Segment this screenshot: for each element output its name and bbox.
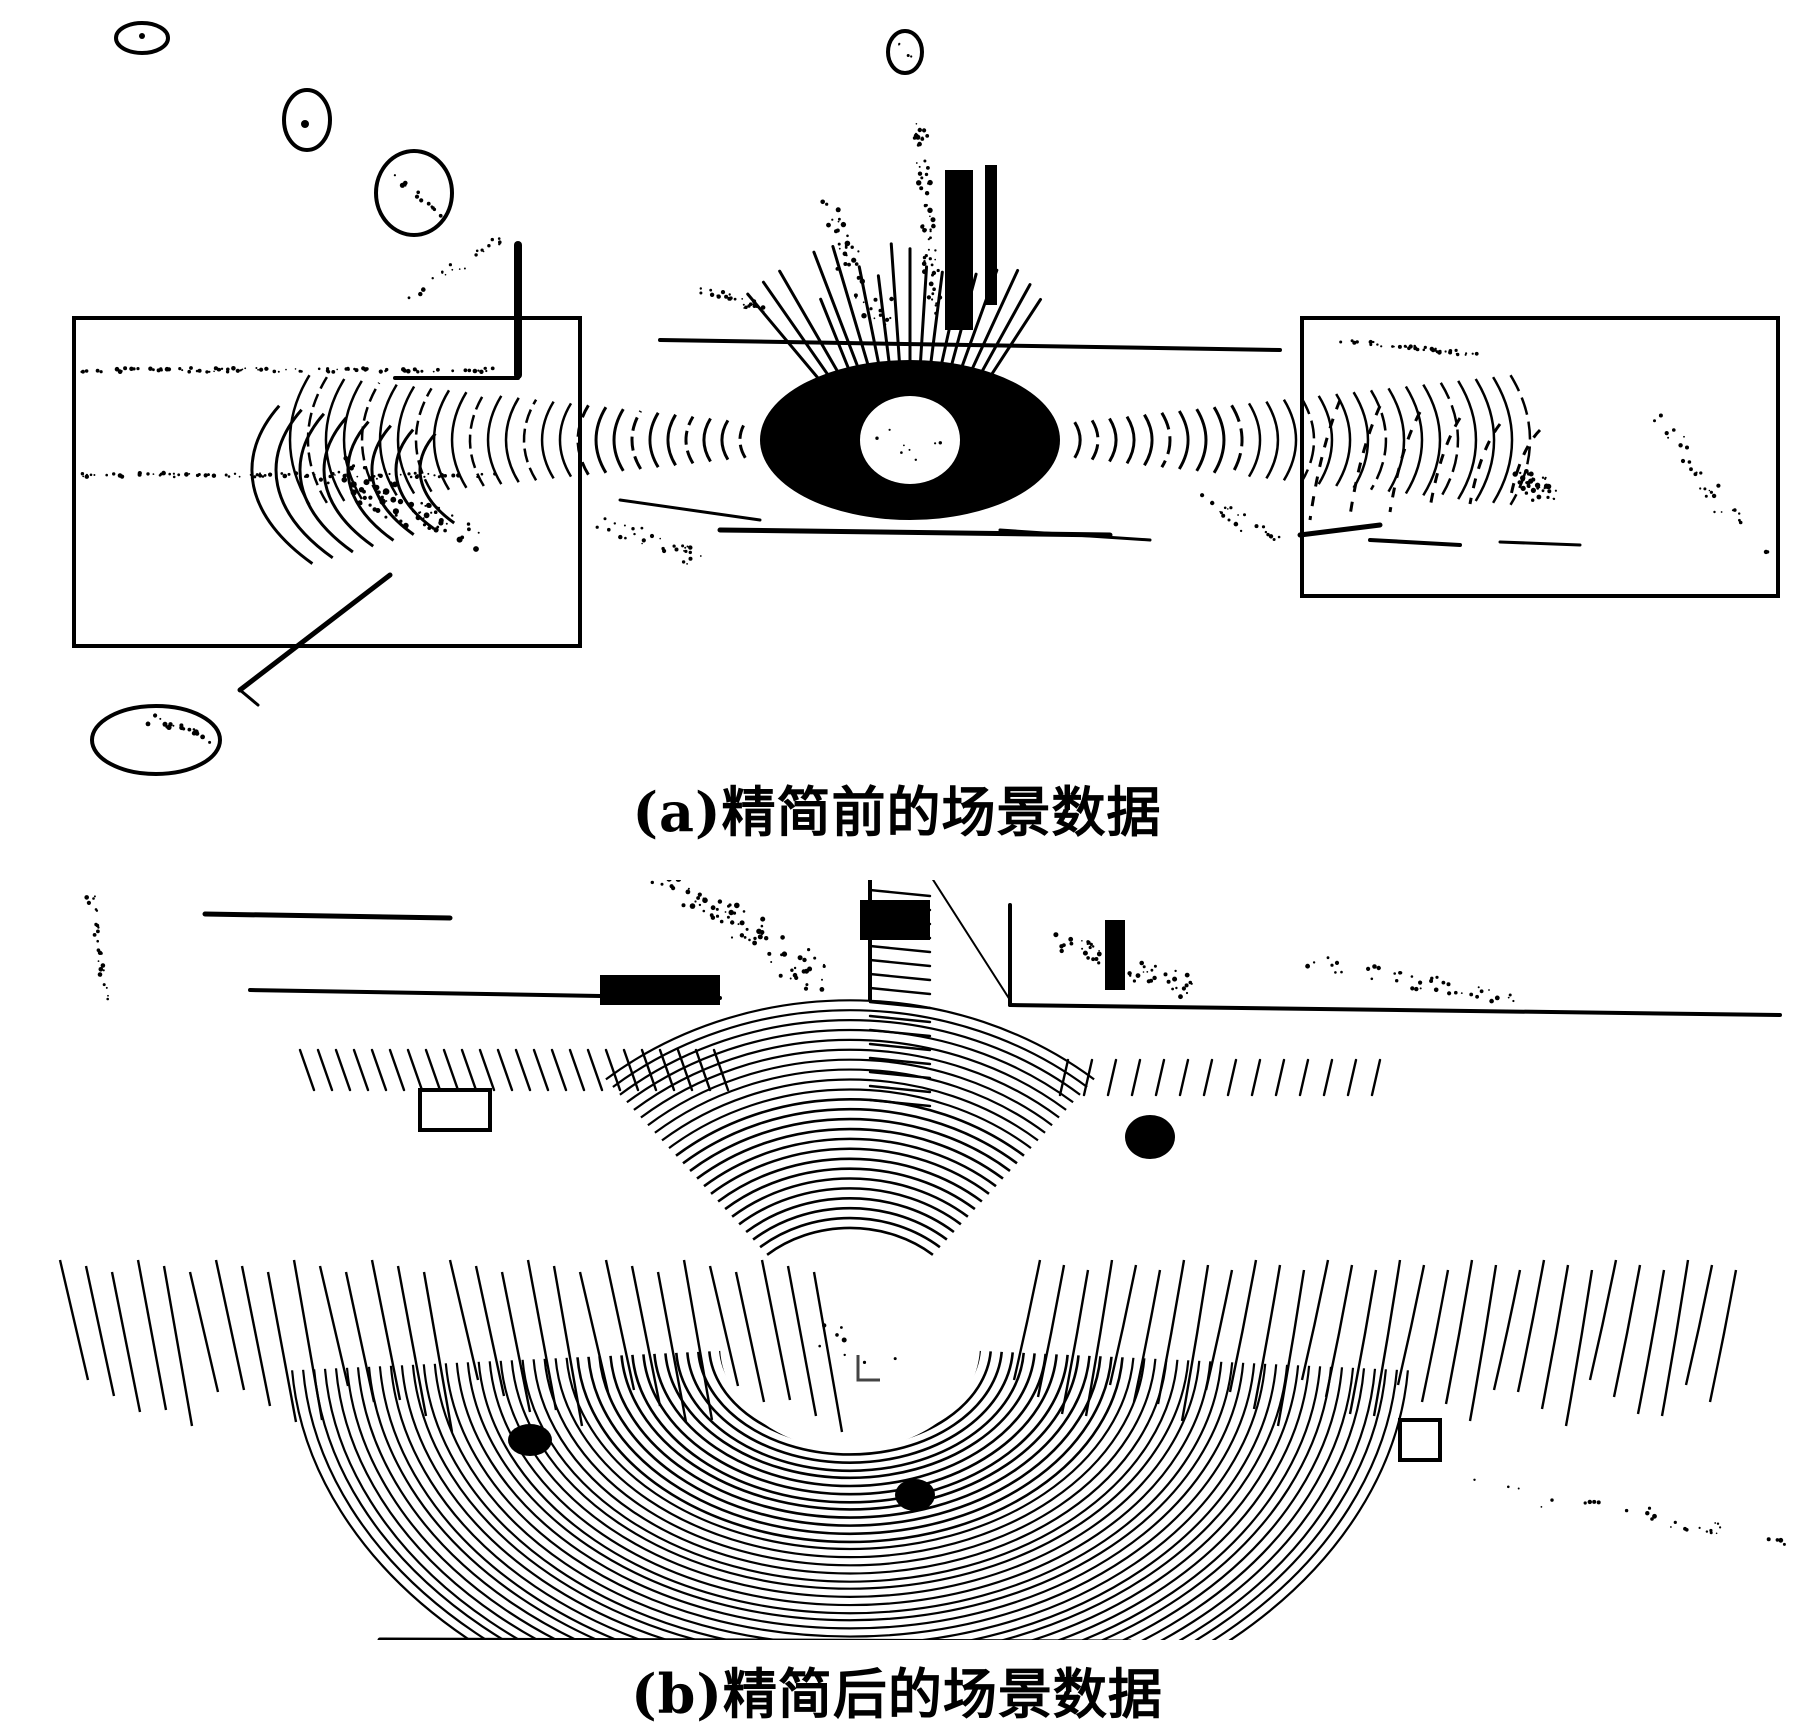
highlight-ellipse-2 (282, 88, 332, 152)
highlight-box-right (1300, 316, 1780, 598)
caption-before: (a)精简前的场景数据 (632, 780, 1162, 844)
point-cloud-before-panel (0, 0, 1794, 780)
highlight-ellipse-1 (114, 21, 170, 55)
point-cloud-before-image (72, 21, 1780, 776)
sensor-origin-marker (856, 1355, 880, 1382)
scan-points-before (80, 33, 1770, 744)
highlight-ellipse-5 (90, 704, 222, 776)
point-cloud-after-image (58, 880, 1786, 1640)
scan-points-after (58, 880, 1786, 1640)
caption-after: (b)精简后的场景数据 (631, 1662, 1163, 1726)
highlight-box-left (72, 316, 582, 648)
highlight-ellipse-3 (374, 149, 454, 237)
highlight-ellipse-4 (886, 29, 924, 75)
point-cloud-after-panel (0, 880, 1794, 1640)
